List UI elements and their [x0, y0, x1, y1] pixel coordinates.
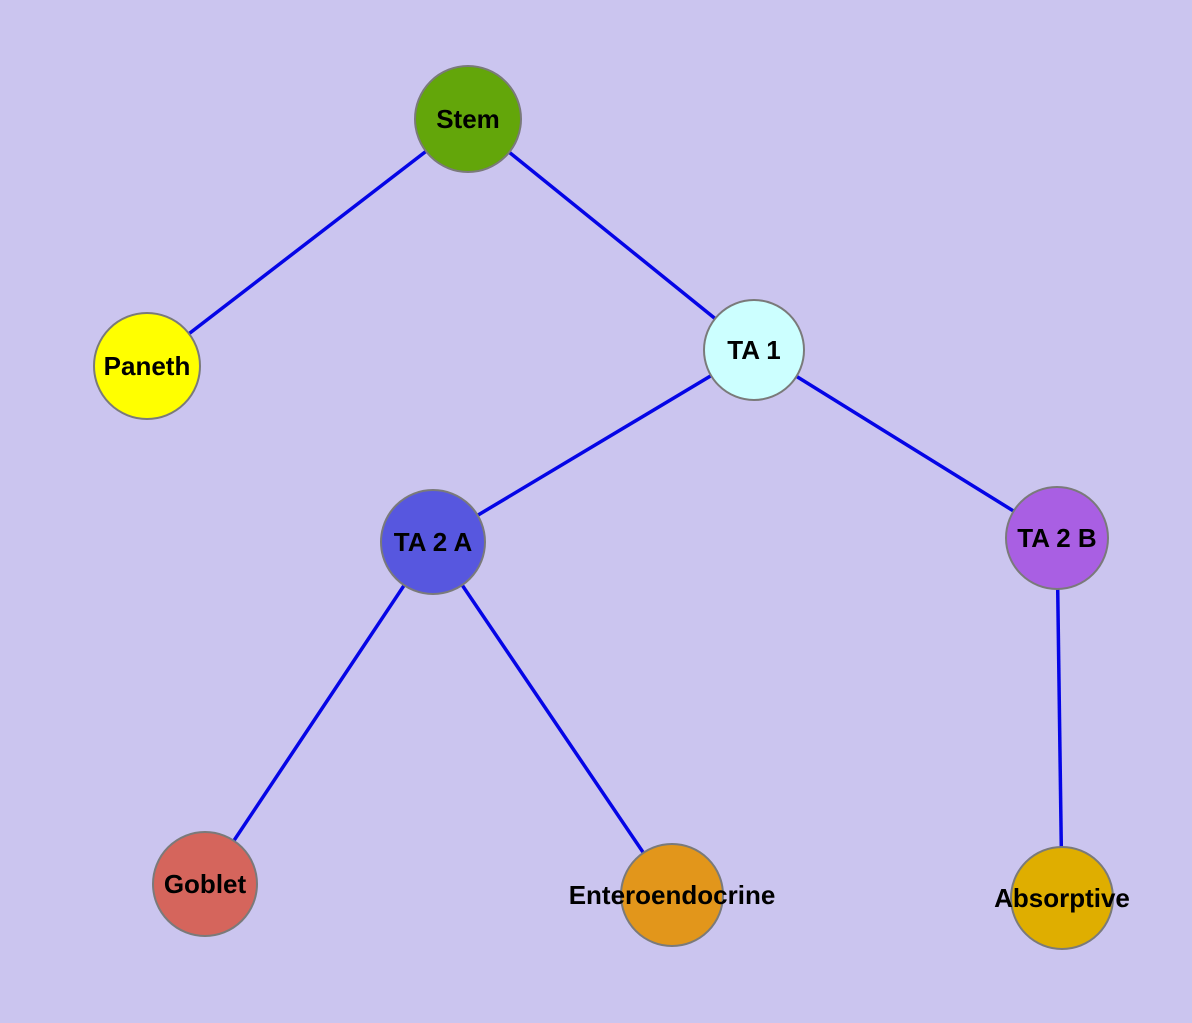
edge-ta2b-absorptive[interactable]: [1055, 537, 1064, 899]
edge-ta2a-goblet[interactable]: [203, 541, 435, 885]
node-label-stem: Stem: [436, 104, 500, 134]
node-ta2a[interactable]: TA 2 A: [380, 489, 486, 595]
node-label-goblet: Goblet: [163, 869, 247, 899]
node-label-ta2b: TA 2 B: [1017, 523, 1097, 553]
node-enteroendocrine[interactable]: Enteroendocrine: [569, 843, 775, 947]
node-label-paneth: Paneth: [103, 351, 191, 381]
node-stem[interactable]: Stem: [414, 65, 522, 173]
edge-ta1-ta2b[interactable]: [753, 348, 1058, 540]
node-goblet[interactable]: Goblet: [152, 831, 258, 937]
node-label-absorptive: Absorptive: [994, 883, 1130, 913]
node-ta1[interactable]: TA 1: [703, 299, 805, 401]
edge-stem-ta1[interactable]: [466, 117, 756, 352]
edge-stem-paneth[interactable]: [145, 117, 470, 368]
node-paneth[interactable]: Paneth: [93, 312, 201, 420]
node-ta2b[interactable]: TA 2 B: [1005, 486, 1109, 590]
node-label-ta1: TA 1: [727, 335, 781, 365]
node-absorptive[interactable]: Absorptive: [994, 846, 1130, 950]
edge-ta2a-enteroendocrine[interactable]: [431, 541, 674, 896]
node-label-ta2a: TA 2 A: [393, 527, 473, 557]
edge-ta1-ta2a[interactable]: [432, 348, 755, 544]
